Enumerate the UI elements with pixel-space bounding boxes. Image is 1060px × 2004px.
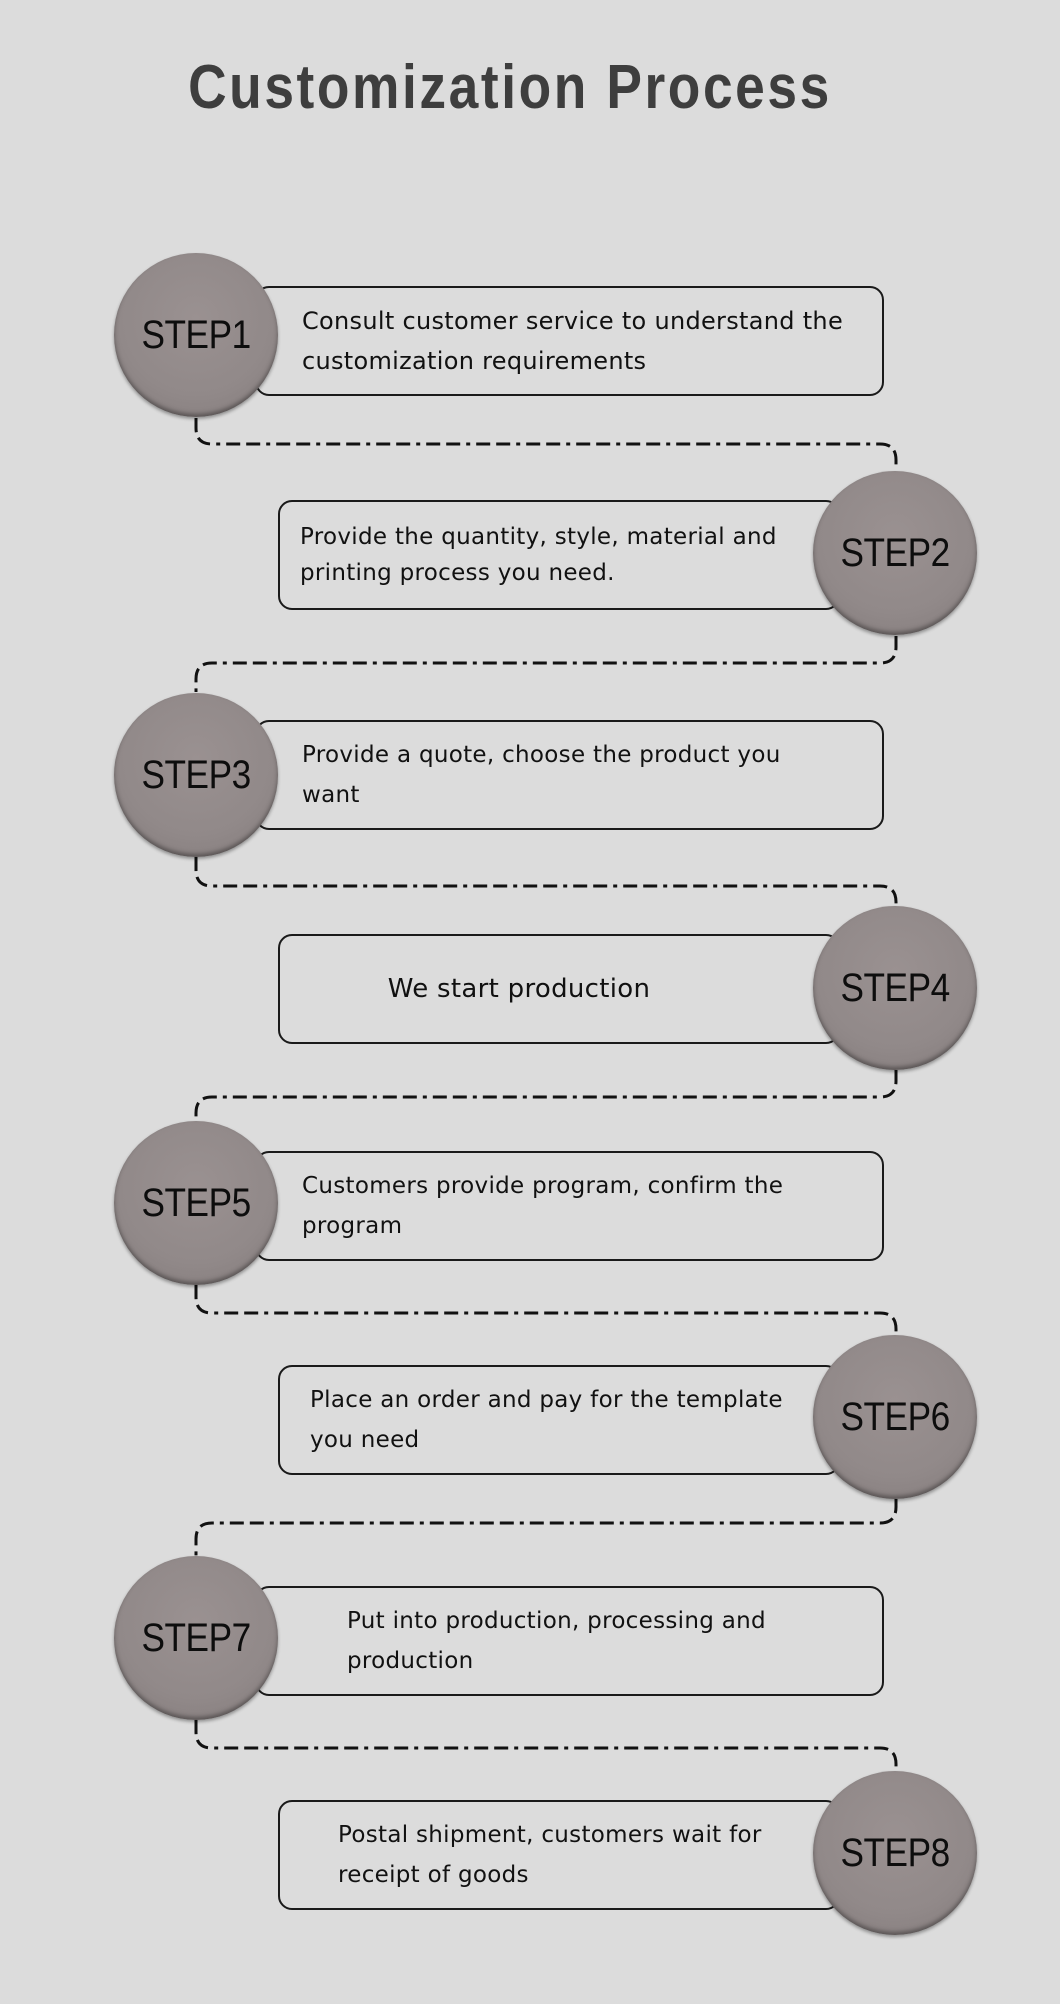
step-7-text: Put into production, processing and prod… (347, 1608, 766, 1674)
step-7-label: STEP7 (141, 1615, 251, 1660)
step-3-label: STEP3 (141, 752, 251, 797)
step-5-text: Customers provide program, confirm the p… (302, 1173, 784, 1239)
step-1-description-box: Consult customer service to understand t… (255, 286, 884, 396)
step-2-label: STEP2 (840, 530, 950, 575)
step-4-label: STEP4 (840, 965, 950, 1010)
step-5-description-box: Customers provide program, confirm the p… (255, 1151, 884, 1261)
step-8-badge: STEP8 (813, 1771, 977, 1935)
step-3-text: Provide a quote, choose the product you … (302, 742, 781, 808)
step-1-label: STEP1 (141, 312, 251, 357)
step-1-badge: STEP1 (114, 253, 278, 417)
step-6-label: STEP6 (840, 1394, 950, 1439)
step-5-badge: STEP5 (114, 1121, 278, 1285)
step-6-badge: STEP6 (813, 1335, 977, 1499)
step-6-description-box: Place an order and pay for the template … (278, 1365, 840, 1475)
page-title: Customization Process (188, 53, 832, 122)
step-2-description-box: Provide the quantity, style, material an… (278, 500, 840, 610)
step-8-text: Postal shipment, customers wait for rece… (338, 1822, 762, 1888)
step-7-description-box: Put into production, processing and prod… (255, 1586, 884, 1696)
step-2-badge: STEP2 (813, 471, 977, 635)
step-8-label: STEP8 (840, 1830, 950, 1875)
step-3-description-box: Provide a quote, choose the product you … (255, 720, 884, 830)
step-4-description-box: We start production (278, 934, 840, 1044)
step-8-description-box: Postal shipment, customers wait for rece… (278, 1800, 840, 1910)
step-7-badge: STEP7 (114, 1556, 278, 1720)
step-6-text: Place an order and pay for the template … (310, 1387, 783, 1453)
step-1-text: Consult customer service to understand t… (302, 307, 844, 375)
step-2-text: Provide the quantity, style, material an… (300, 524, 777, 586)
step-4-text: We start production (387, 974, 651, 1004)
step-4-badge: STEP4 (813, 906, 977, 1070)
step-3-badge: STEP3 (114, 693, 278, 857)
step-5-label: STEP5 (141, 1180, 251, 1225)
